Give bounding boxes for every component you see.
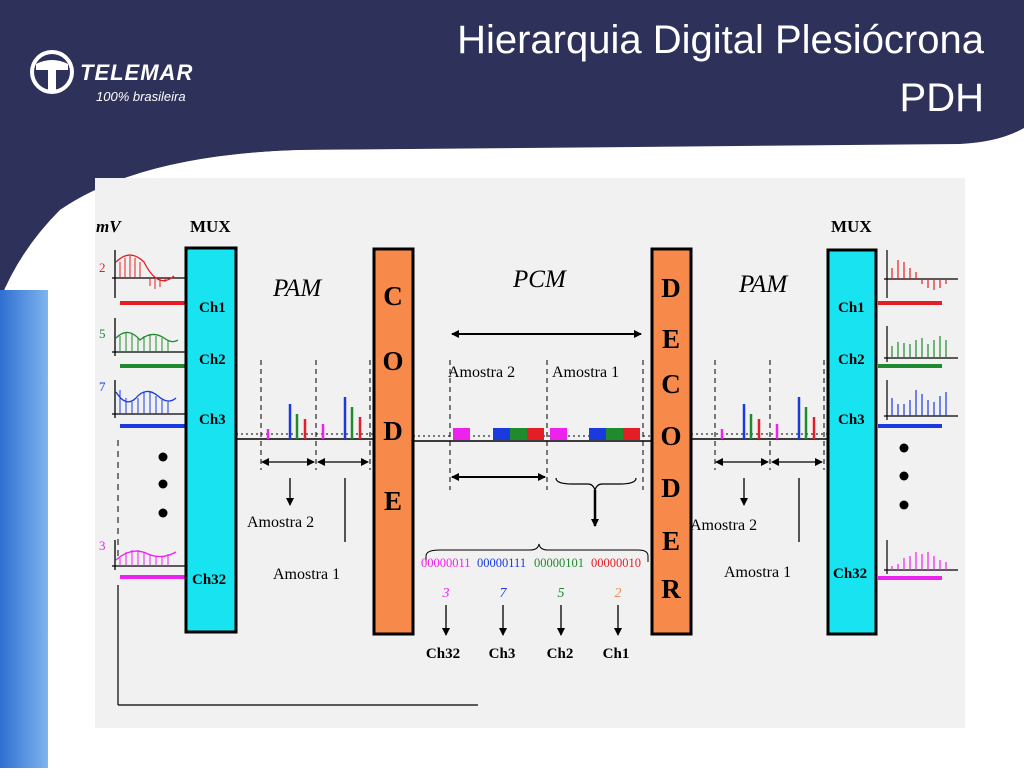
ch3-label-left: Ch3 [199,412,226,428]
amplitude-ch3: 7 [99,379,106,394]
binary-channel-ch32: Ch32 [426,646,460,662]
amostra-labels: Amostra 2 Amostra 1 Amostra 2 Amostra 1 … [247,364,791,583]
input-sample-ticks [119,256,169,566]
decoder-letter: E [662,324,680,354]
left-axes [117,585,478,706]
binary-channel-ch3: Ch3 [489,646,516,662]
amostra1-pcm: Amostra 1 [552,364,619,381]
decoder-letter: O [660,421,681,451]
output-waveforms [884,250,958,574]
telemar-logo-icon [30,50,74,94]
ch1-label-left: Ch1 [199,300,226,316]
decoder-letter: C [661,369,681,399]
channel-color-bars-left [120,301,186,579]
ellipsis-dots-right [899,443,909,510]
amplitude-ch2: 5 [99,326,106,341]
slide-title-line2: PDH [899,76,984,120]
logo-tagline: 100% brasileira [96,89,186,104]
pam-label-right: PAM [738,271,788,298]
amplitude-ch32: 3 [99,538,106,553]
binary-value-ch32: 3 [442,586,450,601]
ch2-label-right: Ch2 [838,352,865,368]
binary-words: 00000011 00000111 00000101 00000010 [421,556,641,570]
amplitude-labels: 2 5 7 3 [99,260,106,553]
binary-channel-ch2: Ch2 [547,646,574,662]
pam-right-arrows [715,458,823,542]
binary-word-ch1: 00000010 [591,556,641,570]
pcm-label: PCM [512,266,567,293]
binary-word-ch3: 00000111 [477,556,526,570]
binary-value-ch1: 2 [615,586,622,601]
diagram-background [95,178,965,728]
left-band-highlight [48,180,150,768]
amplitude-ch1: 2 [99,260,106,275]
binary-word-ch32: 00000011 [421,556,471,570]
ch3-label-right: Ch3 [838,412,865,428]
coder-letter: E [384,486,402,516]
amostra2-right: Amostra 2 [690,517,757,534]
slide-title-line1: Hierarquia Digital Plesiócrona [457,18,984,62]
decoder-block [650,247,693,636]
amostra2-pcm: Amostra 2 [448,364,515,381]
ch1-label-right: Ch1 [838,300,865,316]
mux-left [184,246,238,634]
pam-right-samples [720,397,816,439]
pam-right-guides [714,360,825,470]
coder-letters: C O D E [382,281,403,516]
binary-channel-labels: Ch32 Ch3 Ch2 Ch1 [426,646,629,662]
coder-block [372,247,415,636]
ellipsis-dots-left [158,452,168,518]
pam-left-guides [260,360,371,470]
binary-channel-ch1: Ch1 [603,646,630,662]
pcm-arrows [425,330,649,562]
amostra2-left: Amostra 2 [247,514,314,531]
decoder-letter: D [661,273,681,303]
ch32-label-right: Ch32 [833,566,867,582]
binary-word-ch2: 00000101 [534,556,584,570]
mux-label-right: MUX [831,217,872,236]
binary-value-ch3: 7 [500,586,508,601]
pam-left-samples [266,397,362,439]
ch2-label-left: Ch2 [199,352,226,368]
amostra1-right: Amostra 1 [724,564,791,581]
coder-letter: C [383,281,403,311]
channel-down-arrows [442,605,622,636]
pam-label-left: PAM [272,275,322,302]
header-band [0,0,1024,300]
pcm-guides [449,360,644,490]
binary-value-ch2: 5 [558,586,565,601]
logo-name: TELEMAR [80,60,194,85]
decoder-letter: D [661,473,681,503]
ch32-label-left: Ch32 [192,572,226,588]
channel-color-bars-right [878,301,942,580]
decoder-letter: R [661,574,681,604]
diagram-labels: mV MUX MUX Ch1 Ch2 Ch3 Ch32 Ch1 Ch2 Ch3 … [96,217,872,588]
amostra1-left: Amostra 1 [273,566,340,583]
binary-values: 3 7 5 2 [442,586,622,601]
coder-letter: O [382,346,403,376]
decoder-letters: D E C O D E R [660,273,681,604]
coder-letter: D [383,416,403,446]
pam-left-arrows [261,458,369,542]
decoder-letter: E [662,526,680,556]
mux-right [826,248,878,636]
mux-label-left: MUX [190,217,231,236]
mv-label: mV [96,217,122,236]
left-blue-band [0,290,48,768]
pcm-blocks [453,428,640,440]
